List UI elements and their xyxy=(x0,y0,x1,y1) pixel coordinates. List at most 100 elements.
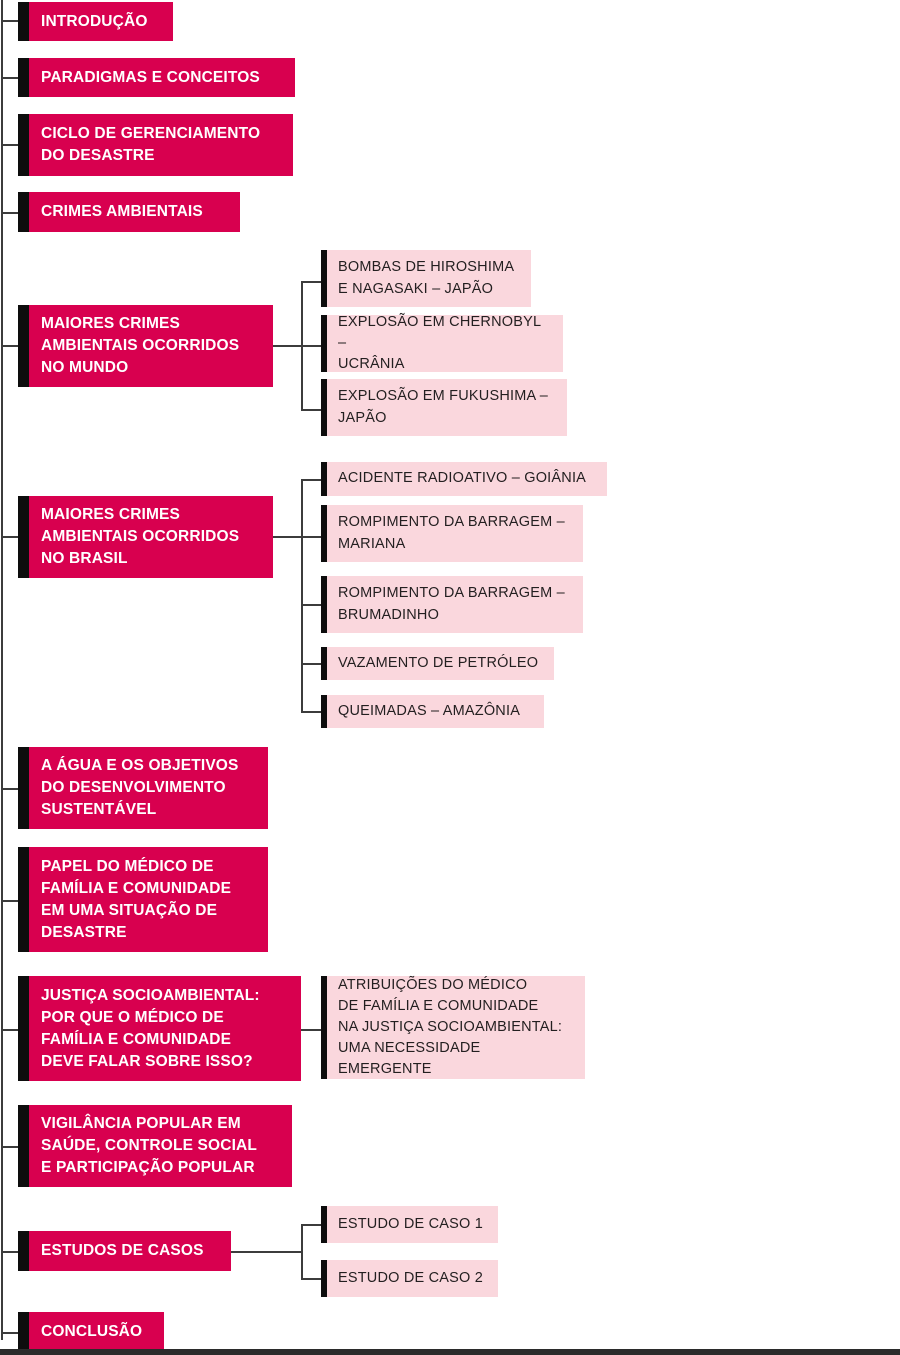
node-label: Paradigmas e conceitos xyxy=(41,68,260,86)
node-body: Maiores crimes ambientais ocorridos no m… xyxy=(29,305,273,387)
connector-maiores-brasil xyxy=(2,536,19,538)
node-tab xyxy=(18,747,29,829)
branch-stem-mundo xyxy=(273,345,303,347)
branch-stub-petroleo xyxy=(301,663,322,665)
node-tab xyxy=(321,576,327,633)
branch-spine-brasil xyxy=(301,479,303,712)
branch-stem-brasil xyxy=(273,536,303,538)
node-tab xyxy=(321,379,327,436)
node-tab xyxy=(321,315,327,372)
connector-maiores-mundo xyxy=(2,345,19,347)
node-tab xyxy=(18,2,29,41)
node-label: A água e os objetivos do desenvolvimento… xyxy=(41,757,239,818)
node-tab xyxy=(18,305,29,387)
node-estudo-de-caso-2[interactable]: Estudo de caso 2 xyxy=(321,1260,498,1297)
node-tab xyxy=(321,647,327,680)
node-label: Explosão em Chernobyl – Ucrânia xyxy=(338,313,541,373)
node-label: Maiores crimes ambientais ocorridos no m… xyxy=(41,315,240,376)
node-tab xyxy=(18,192,29,232)
node-body: Introdução xyxy=(29,2,173,41)
node-label: Estudos de casos xyxy=(41,1242,204,1259)
node-label: Estudo de caso 1 xyxy=(338,1215,484,1232)
node-body: Queimadas – Amazônia xyxy=(327,695,544,728)
node-ciclo-de-gerenciamento-do-desastre[interactable]: Ciclo de gerenciamento do desastre xyxy=(18,114,293,176)
node-label: Conclusão xyxy=(41,1323,143,1340)
node-explosao-chernobyl[interactable]: Explosão em Chernobyl – Ucrânia xyxy=(321,313,563,373)
node-tab xyxy=(321,1260,327,1297)
node-body: Vazamento de petróleo xyxy=(327,647,554,680)
node-tab xyxy=(18,847,29,952)
node-estudos-de-casos[interactable]: Estudos de casos xyxy=(18,1231,231,1271)
node-justica-socioambiental[interactable]: Justiça socioambiental: por que o médico… xyxy=(18,976,301,1081)
node-tab xyxy=(18,496,29,578)
node-label: Acidente radioativo – Goiânia xyxy=(338,470,587,487)
node-estudo-de-caso-1[interactable]: Estudo de caso 1 xyxy=(321,1206,498,1243)
node-conclusao[interactable]: Conclusão xyxy=(18,1312,164,1352)
node-tab xyxy=(18,976,29,1081)
node-tab xyxy=(321,505,327,562)
node-tab xyxy=(321,695,327,728)
connector-vigilancia xyxy=(2,1146,19,1148)
node-rompimento-barragem-mariana[interactable]: Rompimento da barragem – Mariana xyxy=(321,505,583,562)
node-label: Vazamento de petróleo xyxy=(338,655,539,671)
node-explosao-fukushima[interactable]: Explosão em Fukushima – Japão xyxy=(321,379,567,436)
node-label: Ciclo de gerenciamento do desastre xyxy=(41,125,261,164)
node-body: Estudos de casos xyxy=(29,1231,231,1271)
branch-stub-hiroshima xyxy=(301,281,322,283)
connector-crimes-ambientais xyxy=(2,212,19,214)
branch-stub-chernobyl xyxy=(301,345,322,347)
node-tab xyxy=(18,1105,29,1187)
node-body: Rompimento da barragem – Brumadinho xyxy=(327,576,583,633)
node-body: Estudo de caso 2 xyxy=(327,1260,498,1297)
node-body: Paradigmas e conceitos xyxy=(29,58,295,97)
branch-stub-brumadinho xyxy=(301,604,322,606)
node-maiores-crimes-ambientais-brasil[interactable]: Maiores crimes ambientais ocorridos no B… xyxy=(18,496,273,578)
node-label: Rompimento da barragem – Brumadinho xyxy=(338,585,565,623)
branch-stub-caso2 xyxy=(301,1278,322,1280)
node-papel-medico-familia-comunidade[interactable]: Papel do médico de família e comunidade … xyxy=(18,847,268,952)
node-tab xyxy=(321,976,327,1079)
node-tab xyxy=(18,1312,29,1352)
node-body: Acidente radioativo – Goiânia xyxy=(327,462,607,496)
node-queimadas-amazonia[interactable]: Queimadas – Amazônia xyxy=(321,695,544,728)
node-maiores-crimes-ambientais-mundo[interactable]: Maiores crimes ambientais ocorridos no m… xyxy=(18,305,273,387)
connector-agua-ods xyxy=(2,788,19,790)
branch-stub-fukushima xyxy=(301,409,322,411)
node-body: Maiores crimes ambientais ocorridos no B… xyxy=(29,496,273,578)
node-body: Explosão em Fukushima – Japão xyxy=(327,379,567,436)
node-body: Ciclo de gerenciamento do desastre xyxy=(29,114,293,176)
node-agua-objetivos-desenvolvimento-sustentavel[interactable]: A água e os objetivos do desenvolvimento… xyxy=(18,747,268,829)
node-body: Rompimento da barragem – Mariana xyxy=(327,505,583,562)
node-acidente-radioativo-goiania[interactable]: Acidente radioativo – Goiânia xyxy=(321,462,607,496)
node-tab xyxy=(18,114,29,176)
node-label: Introdução xyxy=(41,12,148,30)
node-bombas-hiroshima-nagasaki[interactable]: Bombas de Hiroshima e Nagasaki – Japão xyxy=(321,250,531,307)
node-crimes-ambientais[interactable]: Crimes ambientais xyxy=(18,192,240,232)
node-body: Bombas de Hiroshima e Nagasaki – Japão xyxy=(327,250,531,307)
node-label: Maiores crimes ambientais ocorridos no B… xyxy=(41,506,240,567)
node-body: Atribuições do médico de família e comun… xyxy=(327,976,585,1079)
connector-introducao xyxy=(2,20,19,22)
connector-estudos xyxy=(2,1251,19,1253)
connector-justica xyxy=(2,1029,19,1031)
node-atribuicoes-medico-justica-socioambiental[interactable]: Atribuições do médico de família e comun… xyxy=(321,976,585,1079)
node-label: Papel do médico de família e comunidade … xyxy=(41,857,232,941)
branch-stub-goiania xyxy=(301,479,322,481)
node-label: Queimadas – Amazônia xyxy=(338,703,521,719)
node-vazamento-de-petroleo[interactable]: Vazamento de petróleo xyxy=(321,647,554,680)
node-introducao[interactable]: Introdução xyxy=(18,2,173,41)
node-body: Explosão em Chernobyl – Ucrânia xyxy=(327,313,563,373)
branch-stub-queimadas xyxy=(301,711,322,713)
bottom-rule xyxy=(0,1349,900,1355)
branch-stem-estudos xyxy=(231,1251,303,1253)
node-body: Estudo de caso 1 xyxy=(327,1206,498,1243)
node-paradigmas-e-conceitos[interactable]: Paradigmas e conceitos xyxy=(18,58,295,97)
node-rompimento-barragem-brumadinho[interactable]: Rompimento da barragem – Brumadinho xyxy=(321,576,583,633)
node-label: Vigilância popular em saúde, controle so… xyxy=(41,1115,258,1176)
node-label: Justiça socioambiental: por que o médico… xyxy=(41,986,260,1070)
node-label: Estudo de caso 2 xyxy=(338,1269,484,1286)
node-label: Atribuições do médico de família e comun… xyxy=(338,976,563,1078)
node-tab xyxy=(18,1231,29,1271)
node-vigilancia-popular-saude[interactable]: Vigilância popular em saúde, controle so… xyxy=(18,1105,292,1187)
